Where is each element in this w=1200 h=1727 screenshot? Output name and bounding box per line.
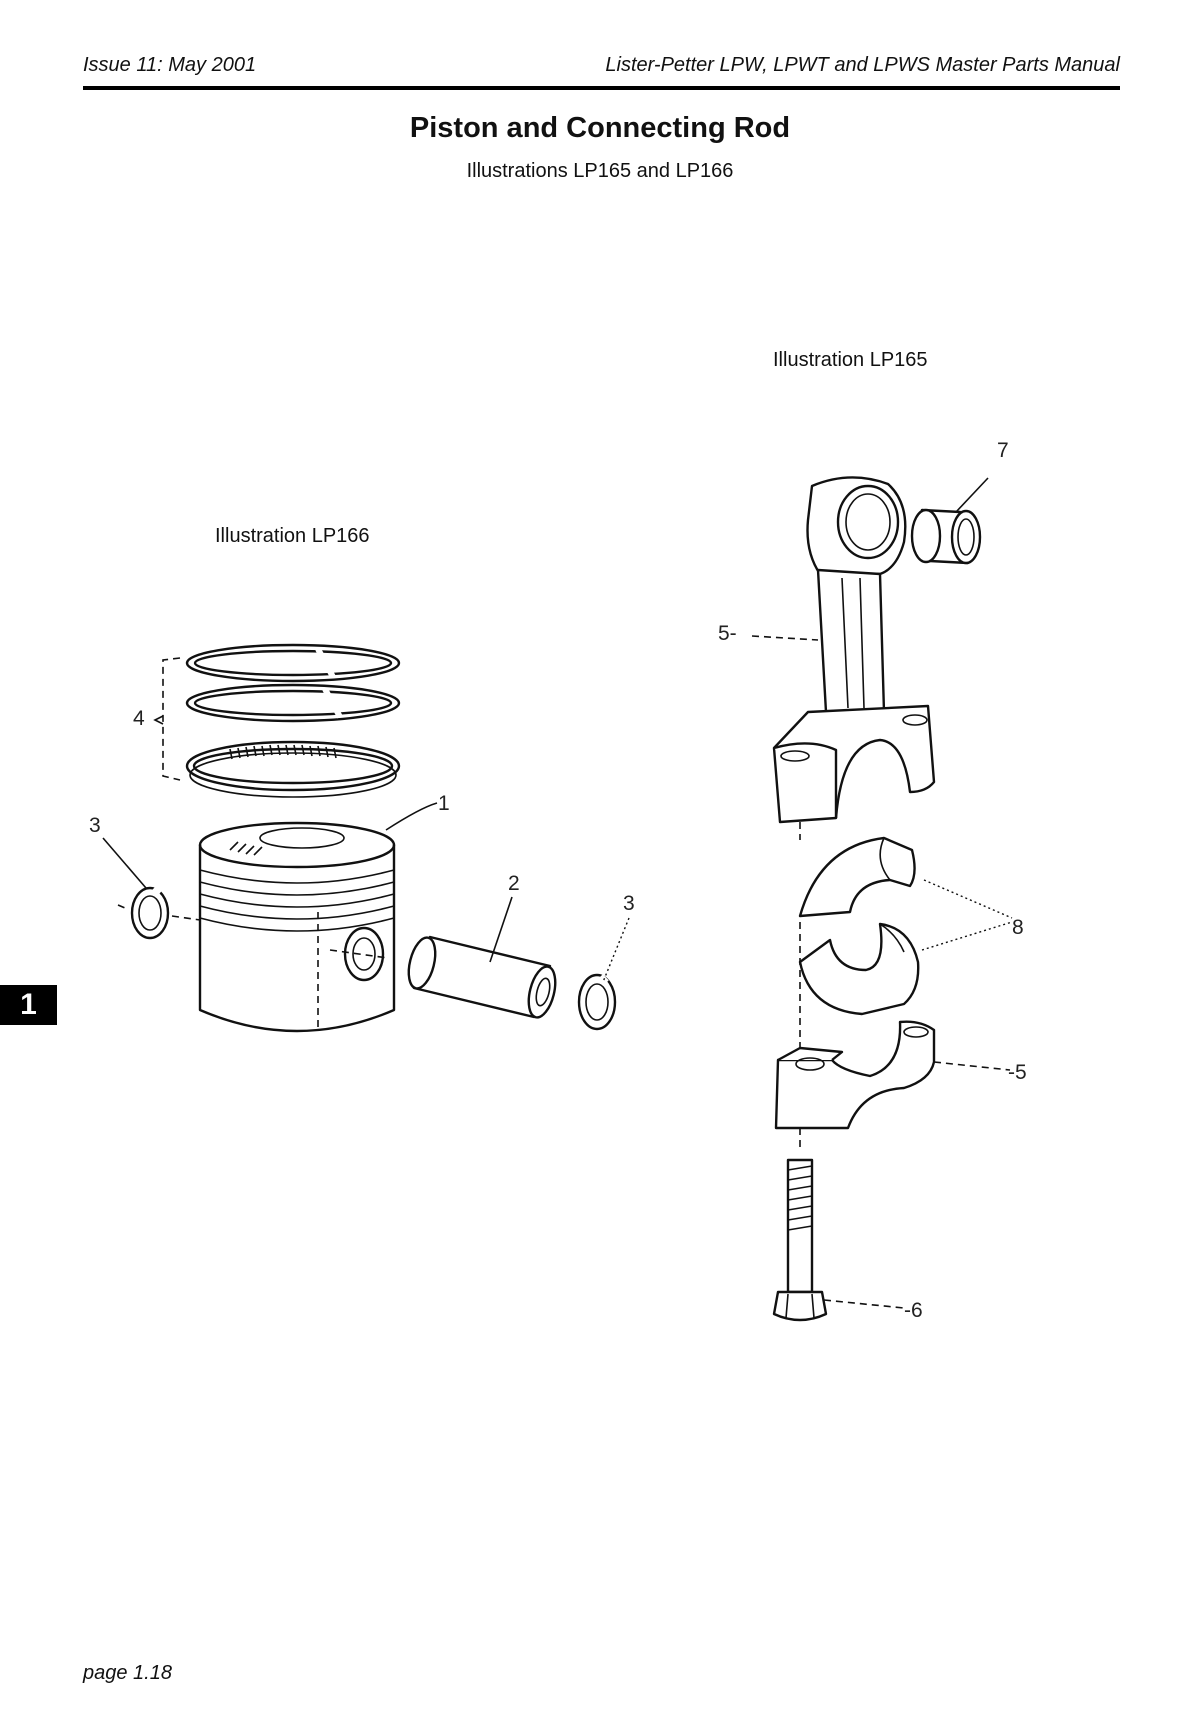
page-number: page 1.18 [83, 1662, 172, 1684]
caption-lp165: Illustration LP165 [773, 349, 928, 371]
callout-3-left: 3 [89, 814, 101, 837]
gudgeon-pin-drawing [407, 935, 557, 1019]
conrod-bolt-drawing [772, 1158, 828, 1322]
header-rule [83, 86, 1120, 90]
callout-6: -6 [904, 1299, 923, 1322]
conrod-upper-drawing [772, 476, 936, 840]
manual-title: Lister-Petter LPW, LPWT and LPWS Master … [605, 54, 1120, 76]
circlip-right-drawing [577, 973, 617, 1031]
conrod-cap-drawing [774, 1020, 936, 1148]
callout-2: 2 [508, 872, 520, 895]
page-subtitle: Illustrations LP165 and LP166 [466, 160, 734, 182]
callout-8: 8 [1012, 916, 1024, 939]
small-end-bush-drawing [910, 508, 982, 565]
callout-7: 7 [997, 439, 1009, 462]
callout-3-right: 3 [623, 892, 635, 915]
issue-date: Issue 11: May 2001 [83, 54, 257, 76]
section-tab: 1 [0, 985, 57, 1025]
callout-1: 1 [438, 792, 450, 815]
callout-4: 4 [133, 707, 145, 730]
bearing-shells-drawing [798, 836, 920, 1060]
piston-drawing [198, 821, 396, 1033]
piston-rings-drawing [153, 643, 401, 798]
circlip-left-drawing [117, 886, 201, 940]
callout-5-lower: -5 [1008, 1061, 1027, 1084]
callout-5-upper: 5- [718, 622, 737, 645]
caption-lp166: Illustration LP166 [215, 525, 370, 547]
page-title: Piston and Connecting Rod [409, 112, 791, 144]
